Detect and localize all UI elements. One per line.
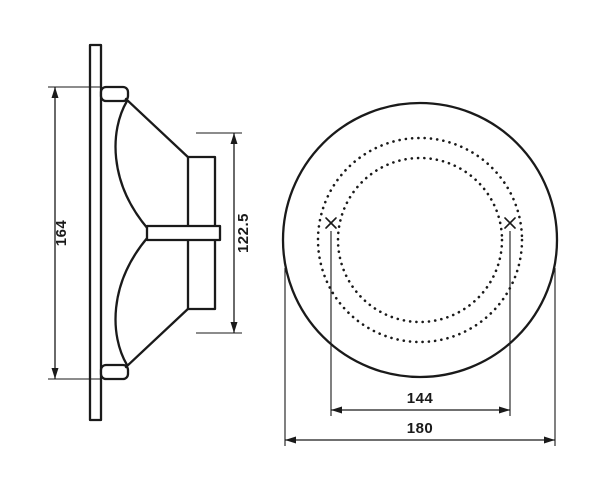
basket-strut-top [124,97,192,161]
arrowhead-right-icon [499,406,510,414]
mounting-flange [88,43,103,422]
side-view: 164 122.5 [48,43,252,422]
outer-rim-circle [281,101,559,379]
arrowhead-left-icon [331,406,342,414]
cone-profile-top [114,99,150,231]
gasket-top [99,85,130,103]
cross-mark-icon [504,217,516,229]
pole-piece-bar [145,224,222,242]
bolt-circle-outer-dotted [316,136,524,344]
dimension-label-depth: 122.5 [235,213,252,253]
front-view: 144 180 [281,101,559,446]
dimension-164: 164 [48,86,100,380]
dimension-label-hole-spacing: 144 [407,390,434,407]
cutout-circle-inner-dotted [336,156,504,324]
arrowhead-right-icon [544,436,555,444]
dimension-label-outer-diameter: 180 [407,420,434,437]
arrowhead-down-icon [230,322,238,333]
cross-mark-icon [325,217,337,229]
dimension-label-height: 164 [53,220,70,247]
dimension-180: 180 [284,268,556,446]
mounting-hole-cross-right [504,217,516,229]
arrowhead-up-icon [51,87,59,98]
dimension-122-5: 122.5 [196,132,252,334]
arrowhead-left-icon [285,436,296,444]
cone-profile-bottom [114,235,150,367]
mounting-hole-cross-left [325,217,337,229]
basket-strut-bottom [124,305,192,369]
arrowhead-up-icon [230,133,238,144]
gasket-bottom [99,363,130,381]
dimension-144: 144 [330,231,511,416]
arrowhead-down-icon [51,368,59,379]
